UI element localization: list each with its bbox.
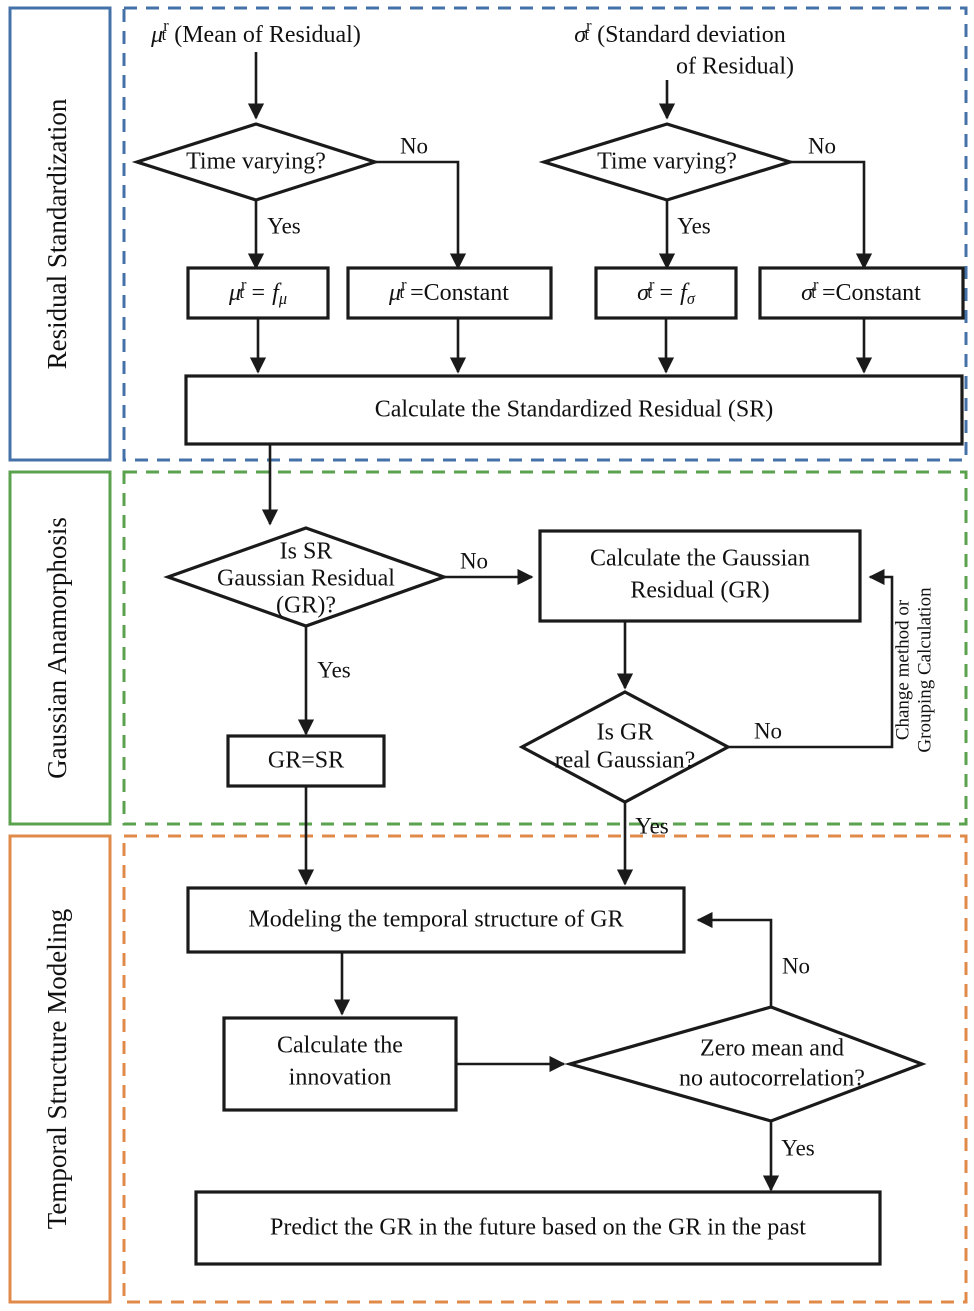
decision-is-sr-gr-line2: Gaussian Residual bbox=[217, 566, 395, 592]
box-sigma-constant-sub: t bbox=[811, 283, 816, 302]
box-calculate-gr-line1: Calculate the Gaussian bbox=[590, 546, 810, 572]
box-sigma-f-rhs-sub: σ bbox=[687, 289, 696, 308]
decision-sigma-time-varying[interactable]: Time varying? bbox=[538, 122, 796, 202]
svg-text:σrt= fσ: σrt= fσ bbox=[637, 275, 696, 308]
feedback-label-line2: Grouping Calculation bbox=[914, 587, 935, 753]
edge-mu-no bbox=[375, 160, 467, 270]
decision-sigma-time-varying-label: Time varying? bbox=[597, 149, 737, 175]
header-mean-of-residual: μrt (Mean of Residual) bbox=[150, 16, 361, 48]
edge-label-zero-mean-no: No bbox=[782, 953, 810, 978]
box-calculate-innovation-line1: Calculate the bbox=[277, 1033, 403, 1059]
sigma-symbol: σ bbox=[574, 22, 587, 48]
svg-text:μrt=Constant: μrt =Constant bbox=[388, 275, 509, 306]
section-label-gaussian-anamorphosis: Gaussian Anamorphosis bbox=[42, 517, 72, 779]
box-sigma-constant[interactable]: σrt =Constant bbox=[758, 266, 965, 320]
decision-is-gr-real-line1: Is GR bbox=[597, 720, 654, 746]
decision-is-gr-real-line2: real Gaussian? bbox=[555, 748, 696, 774]
box-modeling-temporal[interactable]: Modeling the temporal structure of GR bbox=[186, 886, 686, 954]
edge-label-is-sr-gr-yes: Yes bbox=[317, 657, 351, 682]
edge-label-zero-mean-yes: Yes bbox=[781, 1135, 815, 1160]
box-sigma-f-sub: t bbox=[647, 283, 652, 302]
box-predict-gr-label: Predict the GR in the future based on th… bbox=[270, 1215, 806, 1241]
box-mu-constant-sup: r bbox=[401, 275, 407, 294]
box-calculate-gr[interactable]: Calculate the Gaussian Residual (GR) bbox=[538, 529, 862, 623]
sigma-subscript: t bbox=[585, 25, 590, 44]
box-sigma-f[interactable]: σrt= fσ bbox=[594, 266, 738, 320]
box-gr-equals-sr[interactable]: GR=SR bbox=[226, 734, 386, 788]
box-sigma-f-sup: r bbox=[649, 275, 655, 294]
decision-is-sr-gr-line1: Is SR bbox=[280, 539, 333, 565]
box-sigma-f-symbol: σ bbox=[637, 280, 650, 306]
box-sigma-constant-sup: r bbox=[813, 275, 819, 294]
header-std-of-residual: σrt (Standard deviation of Residual) bbox=[574, 16, 794, 80]
section-frame-residual-standardization bbox=[8, 6, 968, 462]
box-mu-f-sub: t bbox=[239, 283, 244, 302]
edge-label-sigma-no: No bbox=[808, 133, 836, 158]
box-modeling-temporal-label: Modeling the temporal structure of GR bbox=[248, 907, 623, 933]
box-mu-constant-symbol: μ bbox=[388, 280, 401, 306]
box-gr-equals-sr-label: GR=SR bbox=[268, 748, 344, 774]
edge-zero-mean-no-feedback bbox=[696, 911, 773, 1007]
box-mu-f-rhs: = f bbox=[250, 280, 282, 306]
box-mu-f-sup: r bbox=[241, 275, 247, 294]
edge-label-mu-no: No bbox=[400, 133, 428, 158]
box-mu-f-symbol: μ bbox=[228, 280, 241, 306]
section-label-temporal-structure-modeling: Temporal Structure Modeling bbox=[42, 909, 72, 1230]
box-mu-f[interactable]: μrt= fμ bbox=[186, 266, 330, 320]
std-of-residual-line1: (Standard deviation bbox=[597, 22, 786, 48]
box-mu-constant[interactable]: μrt =Constant bbox=[346, 266, 553, 320]
box-calculate-sr-label: Calculate the Standardized Residual (SR) bbox=[375, 397, 774, 423]
box-calculate-sr[interactable]: Calculate the Standardized Residual (SR) bbox=[184, 374, 964, 446]
edge-label-is-gr-real-yes: Yes bbox=[635, 813, 669, 838]
feedback-label-line1: Change method or bbox=[892, 599, 913, 740]
box-sigma-constant-rhs: =Constant bbox=[822, 280, 921, 306]
decision-zero-mean[interactable]: Zero mean and no autocorrelation? bbox=[564, 1005, 927, 1123]
box-mu-f-rhs-sub: μ bbox=[278, 289, 287, 308]
svg-text:μrt(Mean of Residual): μrt (Mean of Residual) bbox=[150, 16, 361, 48]
box-mu-constant-sub: t bbox=[400, 283, 405, 302]
edge-is-gr-real-no-feedback bbox=[728, 568, 894, 749]
svg-text:σrt(Standard deviation: σrt (Standard deviation bbox=[574, 16, 785, 48]
section-frame-gaussian-anamorphosis bbox=[8, 470, 968, 826]
mu-subscript: t bbox=[162, 25, 167, 44]
edge-label-sigma-yes: Yes bbox=[677, 213, 711, 238]
box-mu-constant-rhs: =Constant bbox=[410, 280, 509, 306]
decision-mu-time-varying-label: Time varying? bbox=[186, 149, 326, 175]
svg-text:μrt= fμ: μrt= fμ bbox=[228, 275, 287, 308]
box-sigma-f-rhs: = f bbox=[658, 280, 690, 306]
section-frame-temporal-structure-modeling bbox=[8, 834, 968, 1304]
decision-zero-mean-line1: Zero mean and bbox=[700, 1036, 844, 1062]
decision-mu-time-varying[interactable]: Time varying? bbox=[131, 122, 381, 202]
mean-of-residual-text: (Mean of Residual) bbox=[174, 22, 361, 48]
decision-is-gr-real-gaussian[interactable]: Is GR real Gaussian? bbox=[518, 690, 732, 804]
edge-label-is-sr-gr-no: No bbox=[460, 548, 488, 573]
box-calculate-innovation-line2: innovation bbox=[289, 1065, 392, 1091]
section-label-residual-standardization: Residual Standardization bbox=[42, 98, 72, 369]
edge-sigma-no bbox=[790, 160, 873, 270]
std-of-residual-line2: of Residual) bbox=[676, 54, 794, 80]
decision-is-sr-gr[interactable]: Is SR Gaussian Residual (GR)? bbox=[163, 526, 449, 628]
box-sigma-constant-symbol: σ bbox=[801, 280, 814, 306]
decision-is-sr-gr-line3: (GR)? bbox=[276, 593, 336, 619]
mu-superscript: r bbox=[163, 16, 169, 35]
edge-label-mu-yes: Yes bbox=[267, 213, 301, 238]
box-calculate-innovation[interactable]: Calculate the innovation bbox=[222, 1016, 458, 1112]
sigma-superscript: r bbox=[586, 16, 592, 35]
edge-label-is-gr-real-no: No bbox=[754, 718, 782, 743]
svg-text:σrt=Constant: σrt =Constant bbox=[801, 275, 921, 306]
box-predict-gr[interactable]: Predict the GR in the future based on th… bbox=[194, 1190, 882, 1266]
decision-zero-mean-line2: no autocorrelation? bbox=[679, 1066, 865, 1092]
box-calculate-gr-line2: Residual (GR) bbox=[630, 578, 769, 604]
mu-symbol: μ bbox=[150, 22, 163, 48]
